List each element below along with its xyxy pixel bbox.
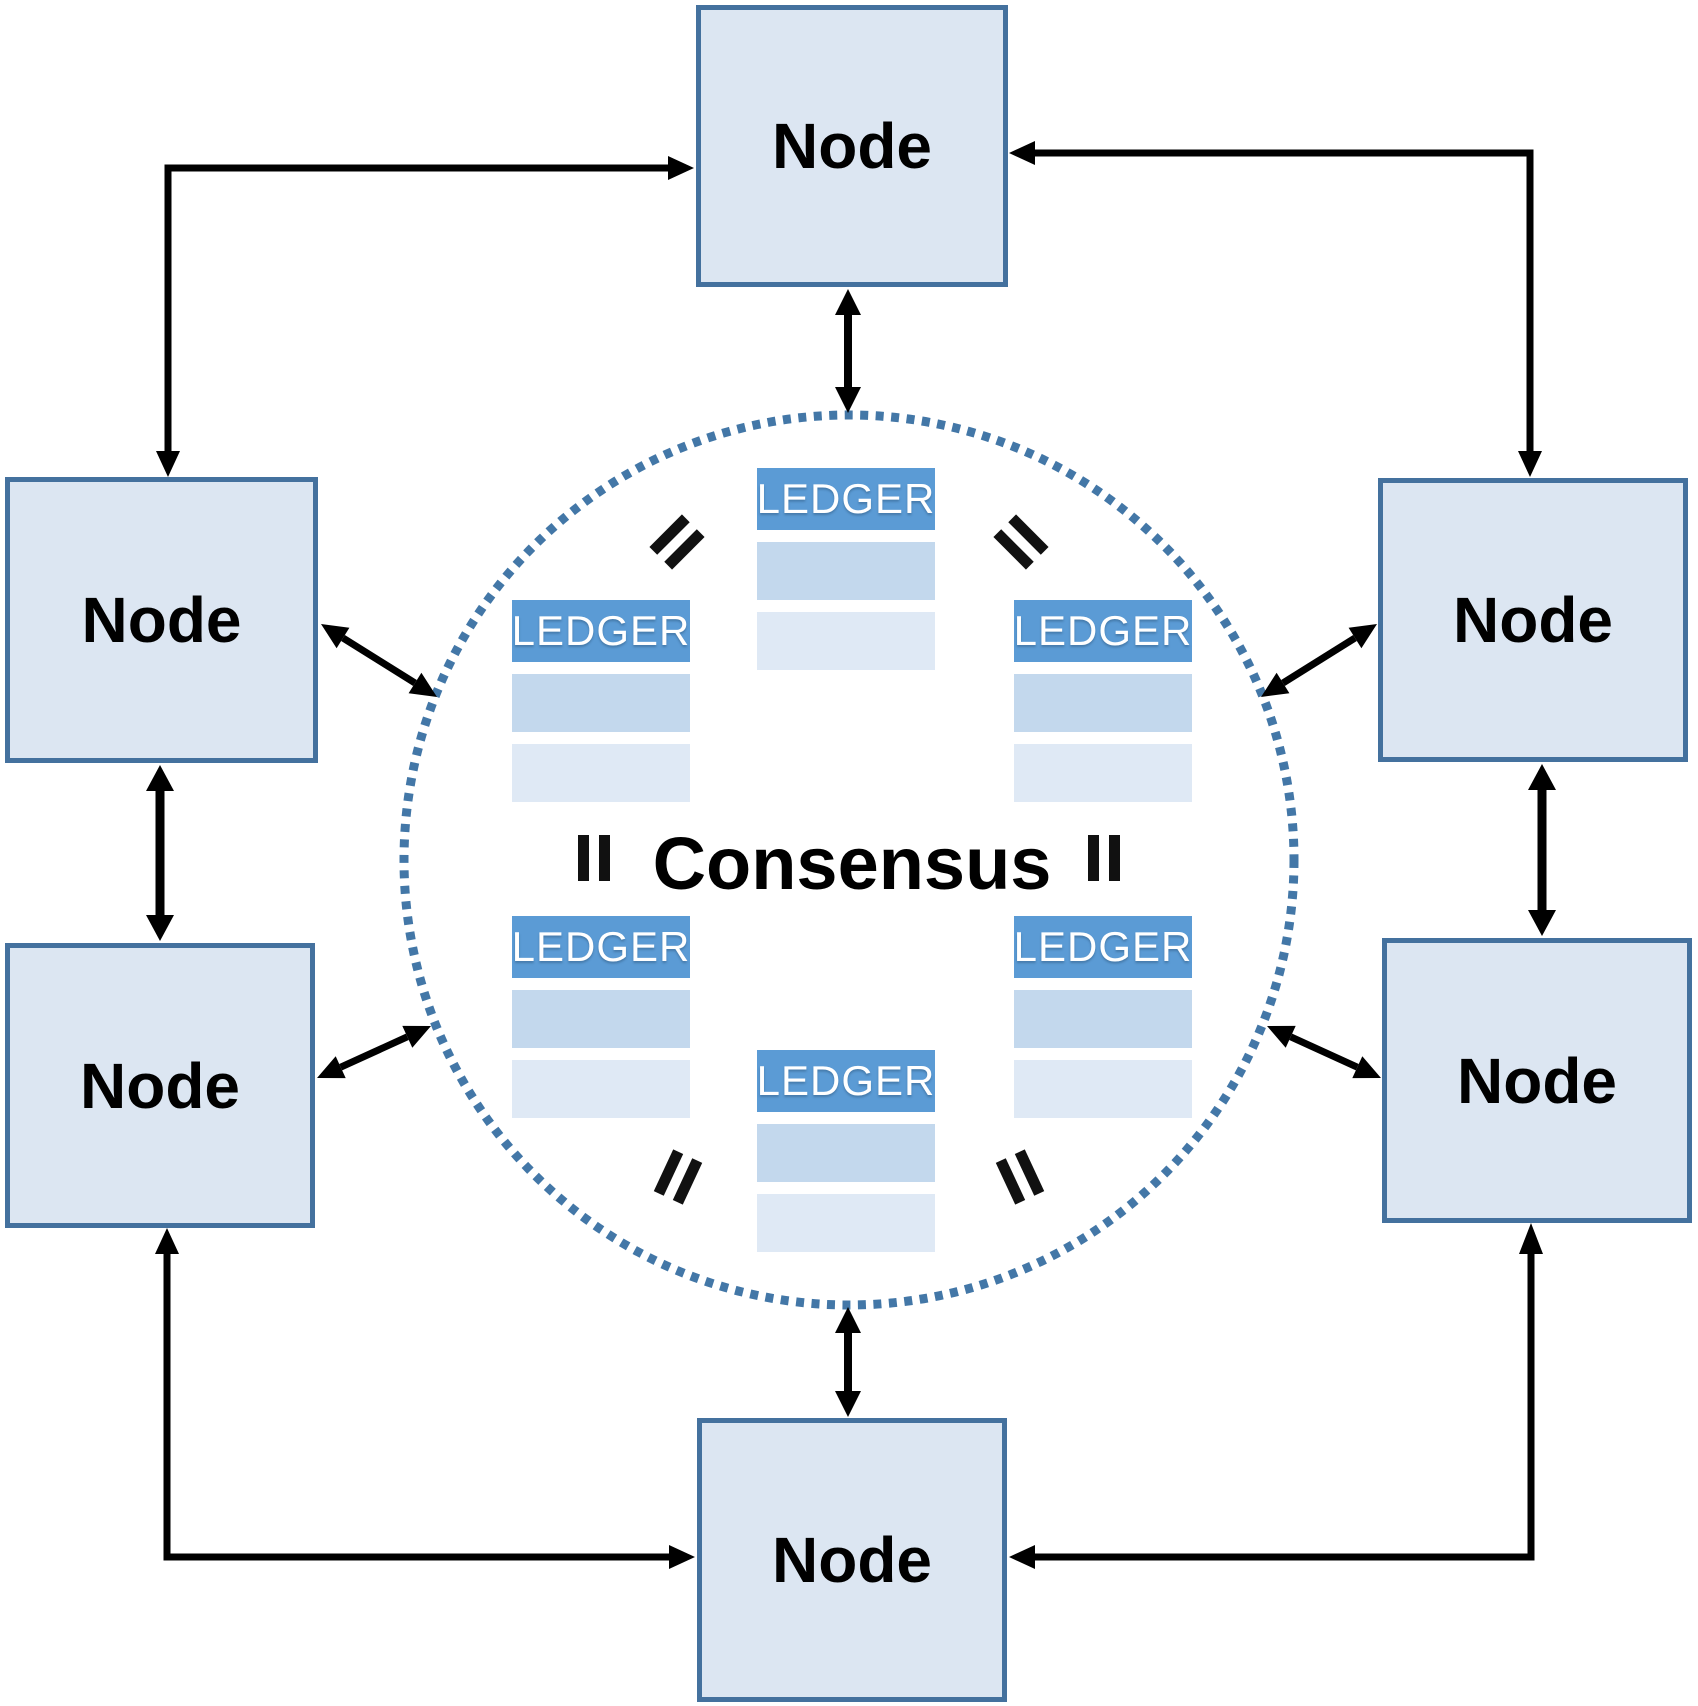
ledger-row: [1014, 990, 1192, 1048]
ledger-row: [757, 1124, 935, 1182]
connector-upperright-top-arrow: [1009, 141, 1542, 477]
node-label: Node: [1453, 584, 1613, 656]
ledger-header: LEDGER: [512, 916, 690, 978]
node-label: Node: [1457, 1044, 1617, 1117]
ledger-row: [512, 674, 690, 732]
arrow-upperright-node-circle: [1261, 624, 1377, 697]
ledger-row: [757, 542, 935, 600]
equals-icon: [1088, 835, 1120, 881]
ledger-header: LEDGER: [757, 468, 935, 530]
node-label: Node: [772, 1524, 932, 1596]
ledger-copy-upper-left: LEDGER: [512, 600, 690, 802]
arrow-lowerleft-node-circle: [317, 1025, 431, 1079]
ledger-header: LEDGER: [512, 600, 690, 662]
arrow-bottom-node-circle: [835, 1307, 861, 1417]
ledger-header: LEDGER: [1014, 916, 1192, 978]
node-label: Node: [772, 110, 932, 182]
node-box-lower-right: Node: [1382, 938, 1692, 1223]
node-label: Node: [80, 1049, 240, 1122]
ledger-row: [757, 1194, 935, 1252]
node-box-bottom: Node: [697, 1418, 1007, 1702]
arrow-lowerright-node-circle: [1267, 1025, 1381, 1079]
arrow-right-nodes: [1528, 764, 1556, 936]
consensus-label: Consensus: [652, 821, 1052, 905]
arrow-top-node-circle: [835, 289, 861, 413]
connector-lowerright-bottom-arrow: [1009, 1223, 1543, 1569]
connector-lowerleft-bottom-arrow: [155, 1228, 695, 1569]
ledger-copy-bottom: LEDGER: [757, 1050, 935, 1252]
node-box-upper-left: Node: [5, 477, 318, 763]
equals-icon: [578, 835, 610, 881]
consensus-boundary-circle: [399, 410, 1299, 1310]
ledger-copy-upper-right: LEDGER: [1014, 600, 1192, 802]
ledger-row: [1014, 744, 1192, 802]
ledger-row: [512, 1060, 690, 1118]
ledger-header: LEDGER: [757, 1050, 935, 1112]
node-box-upper-right: Node: [1378, 478, 1688, 762]
ledger-row: [1014, 1060, 1192, 1118]
node-box-lower-left: Node: [5, 943, 315, 1228]
arrow-left-nodes: [146, 765, 174, 941]
node-label: Node: [81, 584, 242, 656]
ledger-row: [757, 612, 935, 670]
ledger-header: LEDGER: [1014, 600, 1192, 662]
connector-upperleft-top-arrow: [156, 156, 694, 477]
ledger-copy-lower-left: LEDGER: [512, 916, 690, 1118]
ledger-row: [1014, 674, 1192, 732]
ledger-copy-lower-right: LEDGER: [1014, 916, 1192, 1118]
node-box-top: Node: [696, 5, 1008, 287]
arrow-upperleft-node-circle: [321, 624, 437, 697]
ledger-copy-top: LEDGER: [757, 468, 935, 670]
ledger-row: [512, 990, 690, 1048]
ledger-row: [512, 744, 690, 802]
